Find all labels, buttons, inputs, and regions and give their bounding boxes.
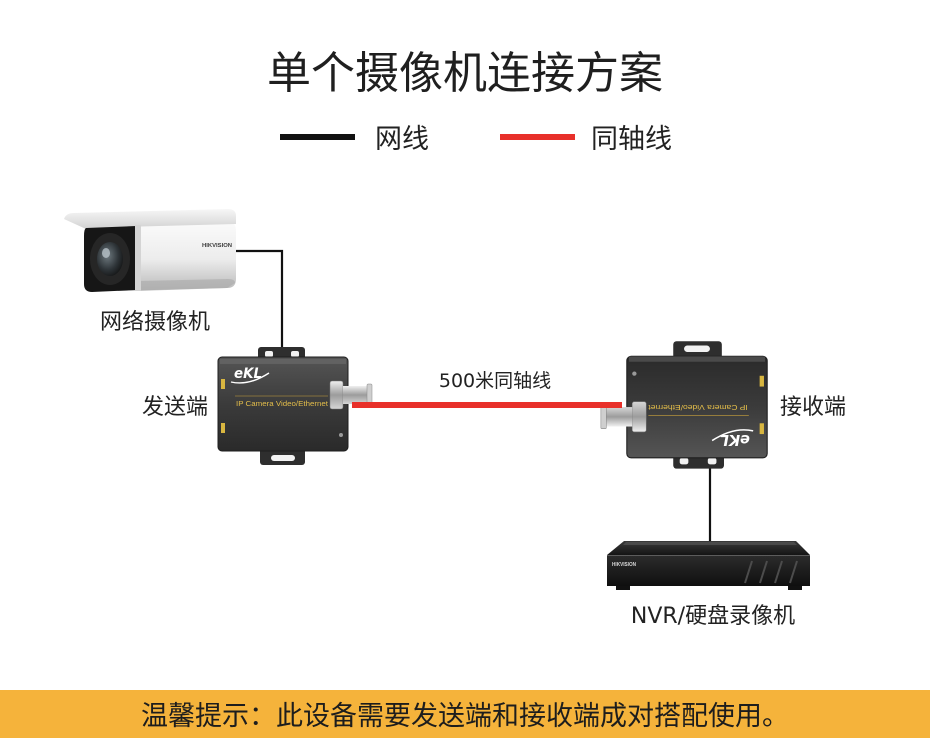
camera-body — [118, 221, 236, 291]
logo-swoosh — [230, 372, 270, 384]
device-logo: eKL — [720, 431, 750, 449]
legend-item-network-cable: 网线 — [280, 124, 429, 155]
nvr-foot-right — [788, 586, 802, 590]
indicator-label-top — [221, 379, 225, 389]
camera-brand-text: HIKVISION — [202, 243, 232, 249]
device-housing — [626, 355, 768, 459]
nvr-vents — [744, 560, 798, 584]
device-model-text: IP Camera Video/Ethernet — [647, 403, 747, 412]
network-cable-camera-to-transmitter — [236, 249, 284, 352]
indicator-label-top — [759, 423, 764, 435]
coax-cable-label: 500米同轴线 — [439, 370, 551, 392]
bnc-connector — [600, 401, 647, 433]
nvr-foot-left — [616, 586, 630, 590]
receiver-label: 接收端 — [780, 395, 846, 420]
notice-banner: 温馨提示：此设备需要发送端和接收端成对搭配使用。 — [0, 690, 930, 738]
notice-text: 温馨提示：此设备需要发送端和接收端成对搭配使用。 — [141, 701, 789, 732]
logo-swoosh — [711, 429, 754, 442]
camera-trim-ring — [135, 225, 141, 291]
legend-label-coax-cable: 同轴线 — [591, 124, 672, 155]
housing-highlight — [220, 359, 346, 364]
nvr-brand-text: HIKVISION — [612, 562, 636, 568]
camera-underside-shadow — [138, 279, 235, 291]
device-logo: eKL — [234, 366, 262, 382]
indicator-label-bottom — [221, 423, 225, 433]
housing-highlight — [628, 356, 766, 362]
transmitter-device: eKL IP Camera Video/Ethernet — [217, 347, 373, 465]
mounting-ear-bottom — [673, 341, 722, 361]
nvr-label: NVR/硬盘录像机 — [631, 604, 795, 629]
page-title: 单个摄像机连接方案 — [267, 48, 663, 99]
notice-background — [0, 690, 930, 738]
legend: 网线 同轴线 — [280, 124, 672, 155]
device-model-text: IP Camera Video/Ethernet — [236, 401, 328, 408]
bnc-connector — [329, 380, 373, 410]
receiver-device: eKL IP Camera Video/Ethernet — [600, 341, 768, 469]
network-camera: HIKVISION — [64, 209, 236, 292]
camera-sunshade — [64, 209, 236, 229]
legend-item-coax-cable: 同轴线 — [500, 124, 672, 155]
nvr-top-highlight — [623, 542, 797, 545]
camera-lens-glare — [102, 248, 110, 258]
transmitter-label: 发送端 — [142, 395, 208, 420]
nvr-recorder: HIKVISION — [607, 541, 810, 590]
camera-lens — [97, 242, 123, 276]
indicator-label-bottom — [759, 375, 764, 387]
camera-label: 网络摄像机 — [100, 310, 210, 335]
housing-screw — [632, 371, 637, 376]
legend-label-network-cable: 网线 — [375, 124, 429, 155]
housing-screw — [339, 433, 343, 437]
